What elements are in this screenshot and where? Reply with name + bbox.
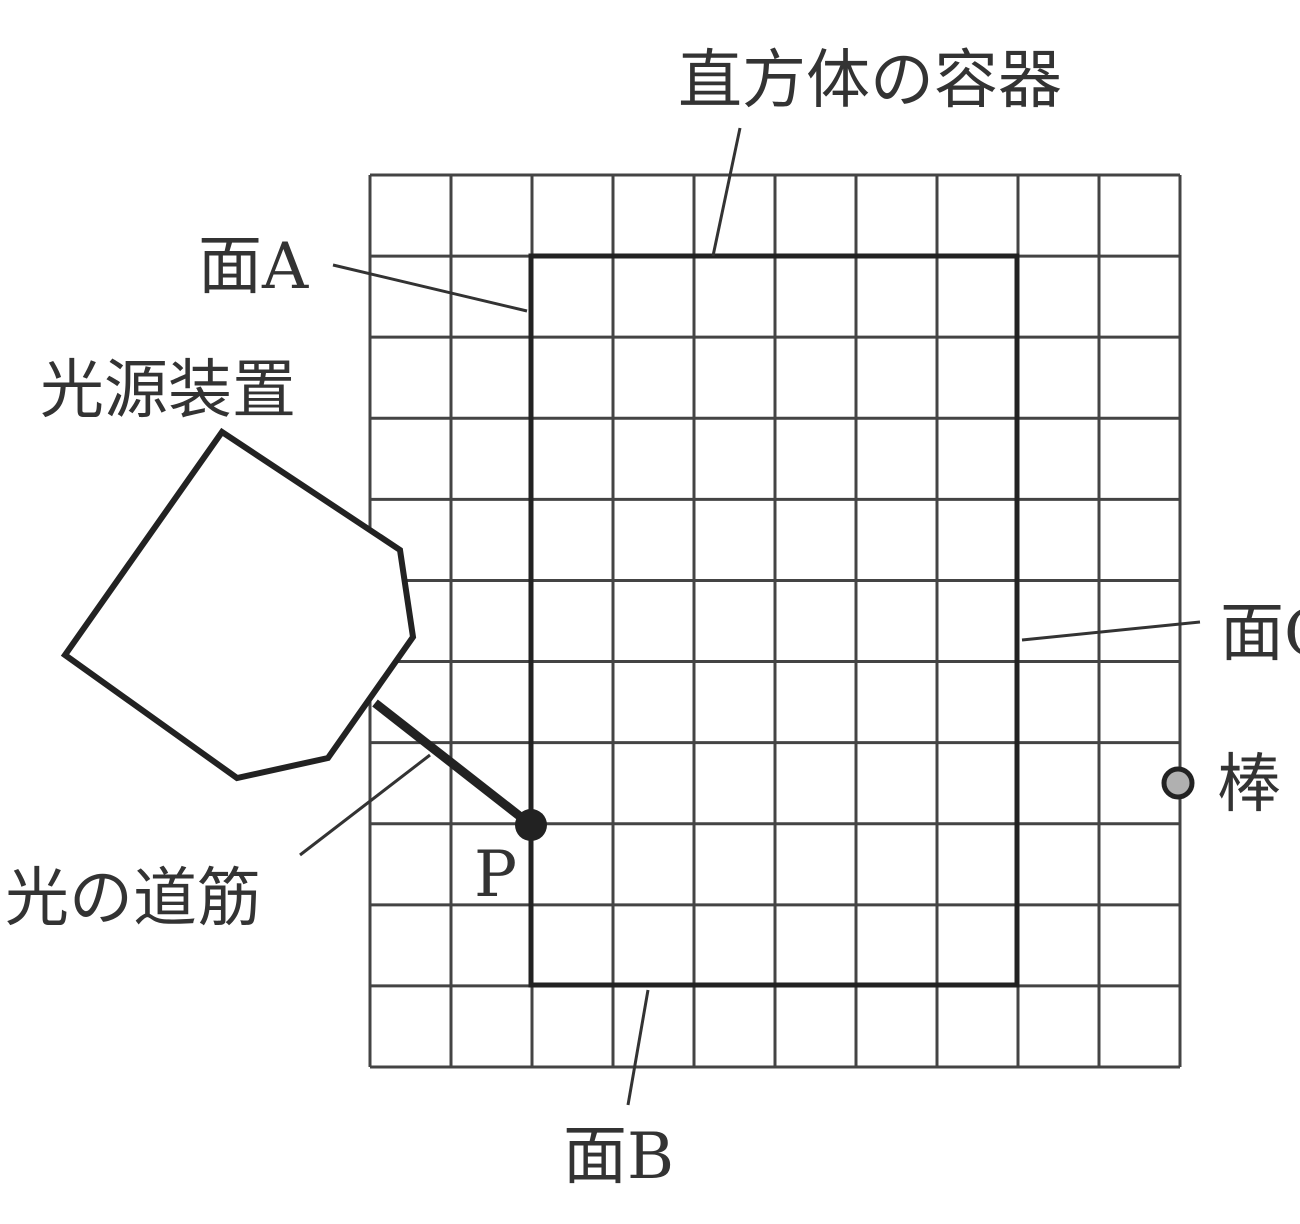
rod-marker (1161, 766, 1195, 800)
label-point-p: P (474, 838, 517, 912)
leader-face-b (626, 989, 650, 1106)
point-p-marker (515, 809, 547, 841)
label-face-c: 面C (1220, 597, 1300, 671)
label-rod: 棒 (1217, 748, 1281, 822)
container-rectangle (528, 253, 1020, 988)
light-path (372, 699, 534, 829)
grid (368, 173, 1182, 1069)
label-face-a: 面A (198, 230, 309, 304)
leader-face-a (332, 263, 528, 313)
label-light-path: 光の道筋 (5, 862, 261, 936)
leader-light-path (299, 753, 431, 857)
light-source-device (60, 427, 417, 782)
label-container: 直方体の容器 (678, 44, 1062, 118)
leader-face-c (1021, 620, 1201, 642)
leader-lines (299, 127, 1201, 1106)
leader-container (711, 127, 742, 257)
label-light-source: 光源装置 (40, 354, 296, 428)
label-face-b: 面B (563, 1120, 674, 1194)
